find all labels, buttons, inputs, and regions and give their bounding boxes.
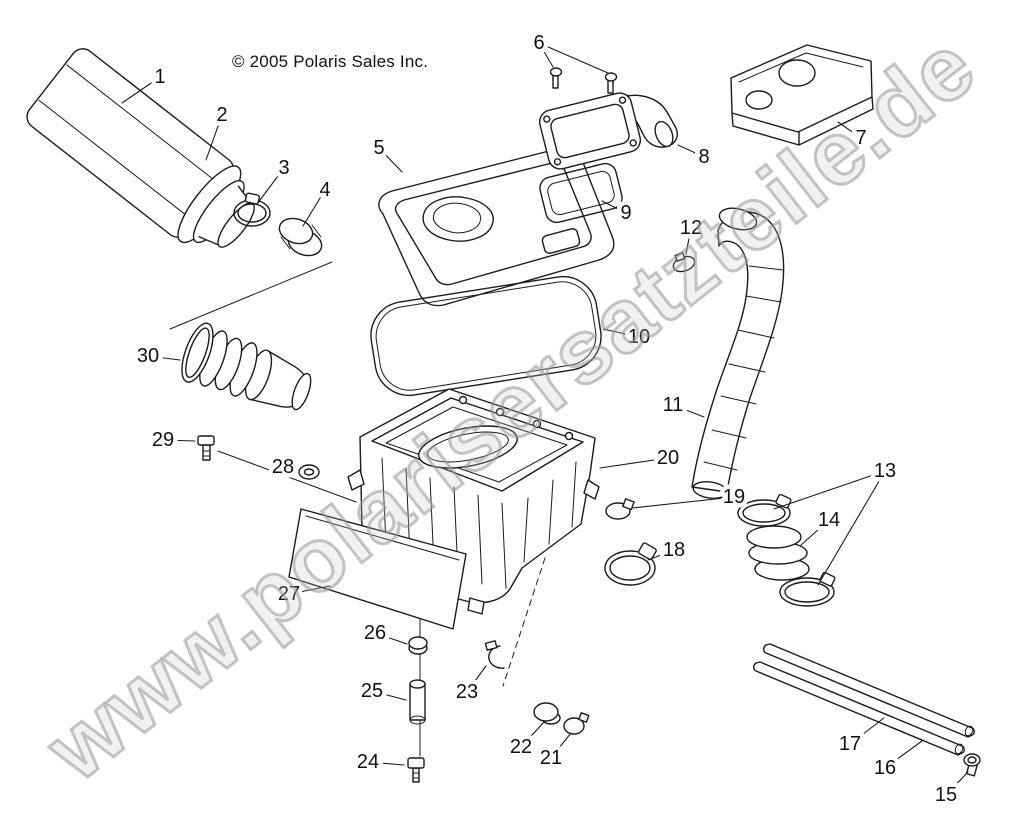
leader-line-16 [884,740,923,769]
leader-line-3 [256,167,285,205]
part-number-18: 18 [663,539,685,561]
leader-line-18 [647,549,675,561]
part-number-2: 2 [216,104,227,126]
part-number-16: 16 [874,757,896,779]
leader-line-12 [685,227,692,255]
leader-line-10 [602,328,640,338]
part-number-21: 21 [540,747,562,769]
part-number-5: 5 [373,137,384,159]
part-number-3: 3 [278,157,289,179]
part-bolt-29 [197,435,215,461]
part-number-19: 19 [723,486,745,508]
leader-line-2 [205,114,223,161]
part-clip-23 [484,640,505,669]
part-number-10: 10 [628,326,650,348]
leader-line-9 [601,200,627,214]
leader-line-29 [162,439,196,442]
leader-line-14 [800,519,830,546]
leader-line-6 [538,42,554,68]
leader-line-17 [849,717,885,745]
leader-line-30 [147,355,181,361]
part-spacer-25 [409,679,426,725]
leader-line-15 [945,771,969,796]
part-number-6: 6 [533,32,544,54]
part-clamp-3 [233,192,271,227]
part-airbox-cover [378,147,615,307]
part-clamp-19 [605,498,635,520]
part-number-13: 13 [874,460,896,482]
part-boot-30 [181,322,312,411]
leader-line-25 [371,690,407,701]
leader-line-19 [631,496,735,509]
part-number-29: 29 [152,429,174,451]
leader-line-11 [672,404,705,418]
part-gasket-9 [539,162,623,224]
leader-line-6 [538,42,609,74]
leader-line-28 [282,466,298,472]
part-cover-7 [730,44,874,146]
part-screw-15 [963,753,981,777]
part-number-22: 22 [510,736,532,758]
part-clamp-21 [563,712,590,735]
part-number-17: 17 [839,733,861,755]
construction-lines [169,261,546,757]
part-tubes-16-17 [753,643,975,756]
part-number-20: 20 [657,447,679,469]
leader-line-26 [374,632,408,645]
part-number-11: 11 [663,394,684,416]
leader-line-4 [302,189,326,227]
leader-line-22 [520,720,546,748]
part-duct-8 [538,92,678,170]
part-number-24: 24 [357,751,379,773]
part-intake-tube-11 [691,207,785,499]
leader-line-27 [288,585,331,595]
part-number-4: 4 [319,179,330,201]
leader-line-20 [599,457,669,469]
part-number-23: 23 [456,681,478,703]
copyright-text: © 2005 Polaris Sales Inc. [232,52,429,71]
part-number-9: 9 [620,202,631,224]
callout-layer: 1234567891011121314151617181920212223242… [121,28,969,811]
leader-line-24 [367,761,405,766]
part-grommet-22 [533,702,561,725]
part-number-28: 28 [272,456,294,478]
part-screws-6 [549,67,618,94]
leader-line-13 [773,470,886,510]
part-clamp-18 [604,542,657,586]
leader-line-5 [378,147,403,173]
part-number-15: 15 [935,784,957,806]
part-air-filter [26,48,255,248]
part-nut-26 [408,636,428,655]
leader-line-8 [677,144,705,158]
part-coupler-14 [746,525,810,581]
part-number-30: 30 [137,345,159,367]
part-ring-4 [278,217,323,257]
leader-line-21 [550,732,572,759]
part-number-25: 25 [361,680,383,702]
part-number-1: 1 [154,66,165,88]
leader-line-1 [121,76,161,104]
part-number-27: 27 [278,583,300,605]
part-number-14: 14 [818,509,840,531]
leader-line-7 [837,121,862,139]
leader-line-13 [817,470,886,586]
part-panel-27 [288,508,467,630]
part-number-26: 26 [364,622,386,644]
part-clip-12 [672,252,696,273]
part-seal-10 [370,275,602,397]
leader-line-23 [466,665,487,693]
part-bolt-24 [407,757,425,783]
part-number-7: 7 [855,127,866,149]
part-washer-28 [298,464,320,480]
part-number-8: 8 [698,146,709,168]
part-number-12: 12 [680,217,702,239]
